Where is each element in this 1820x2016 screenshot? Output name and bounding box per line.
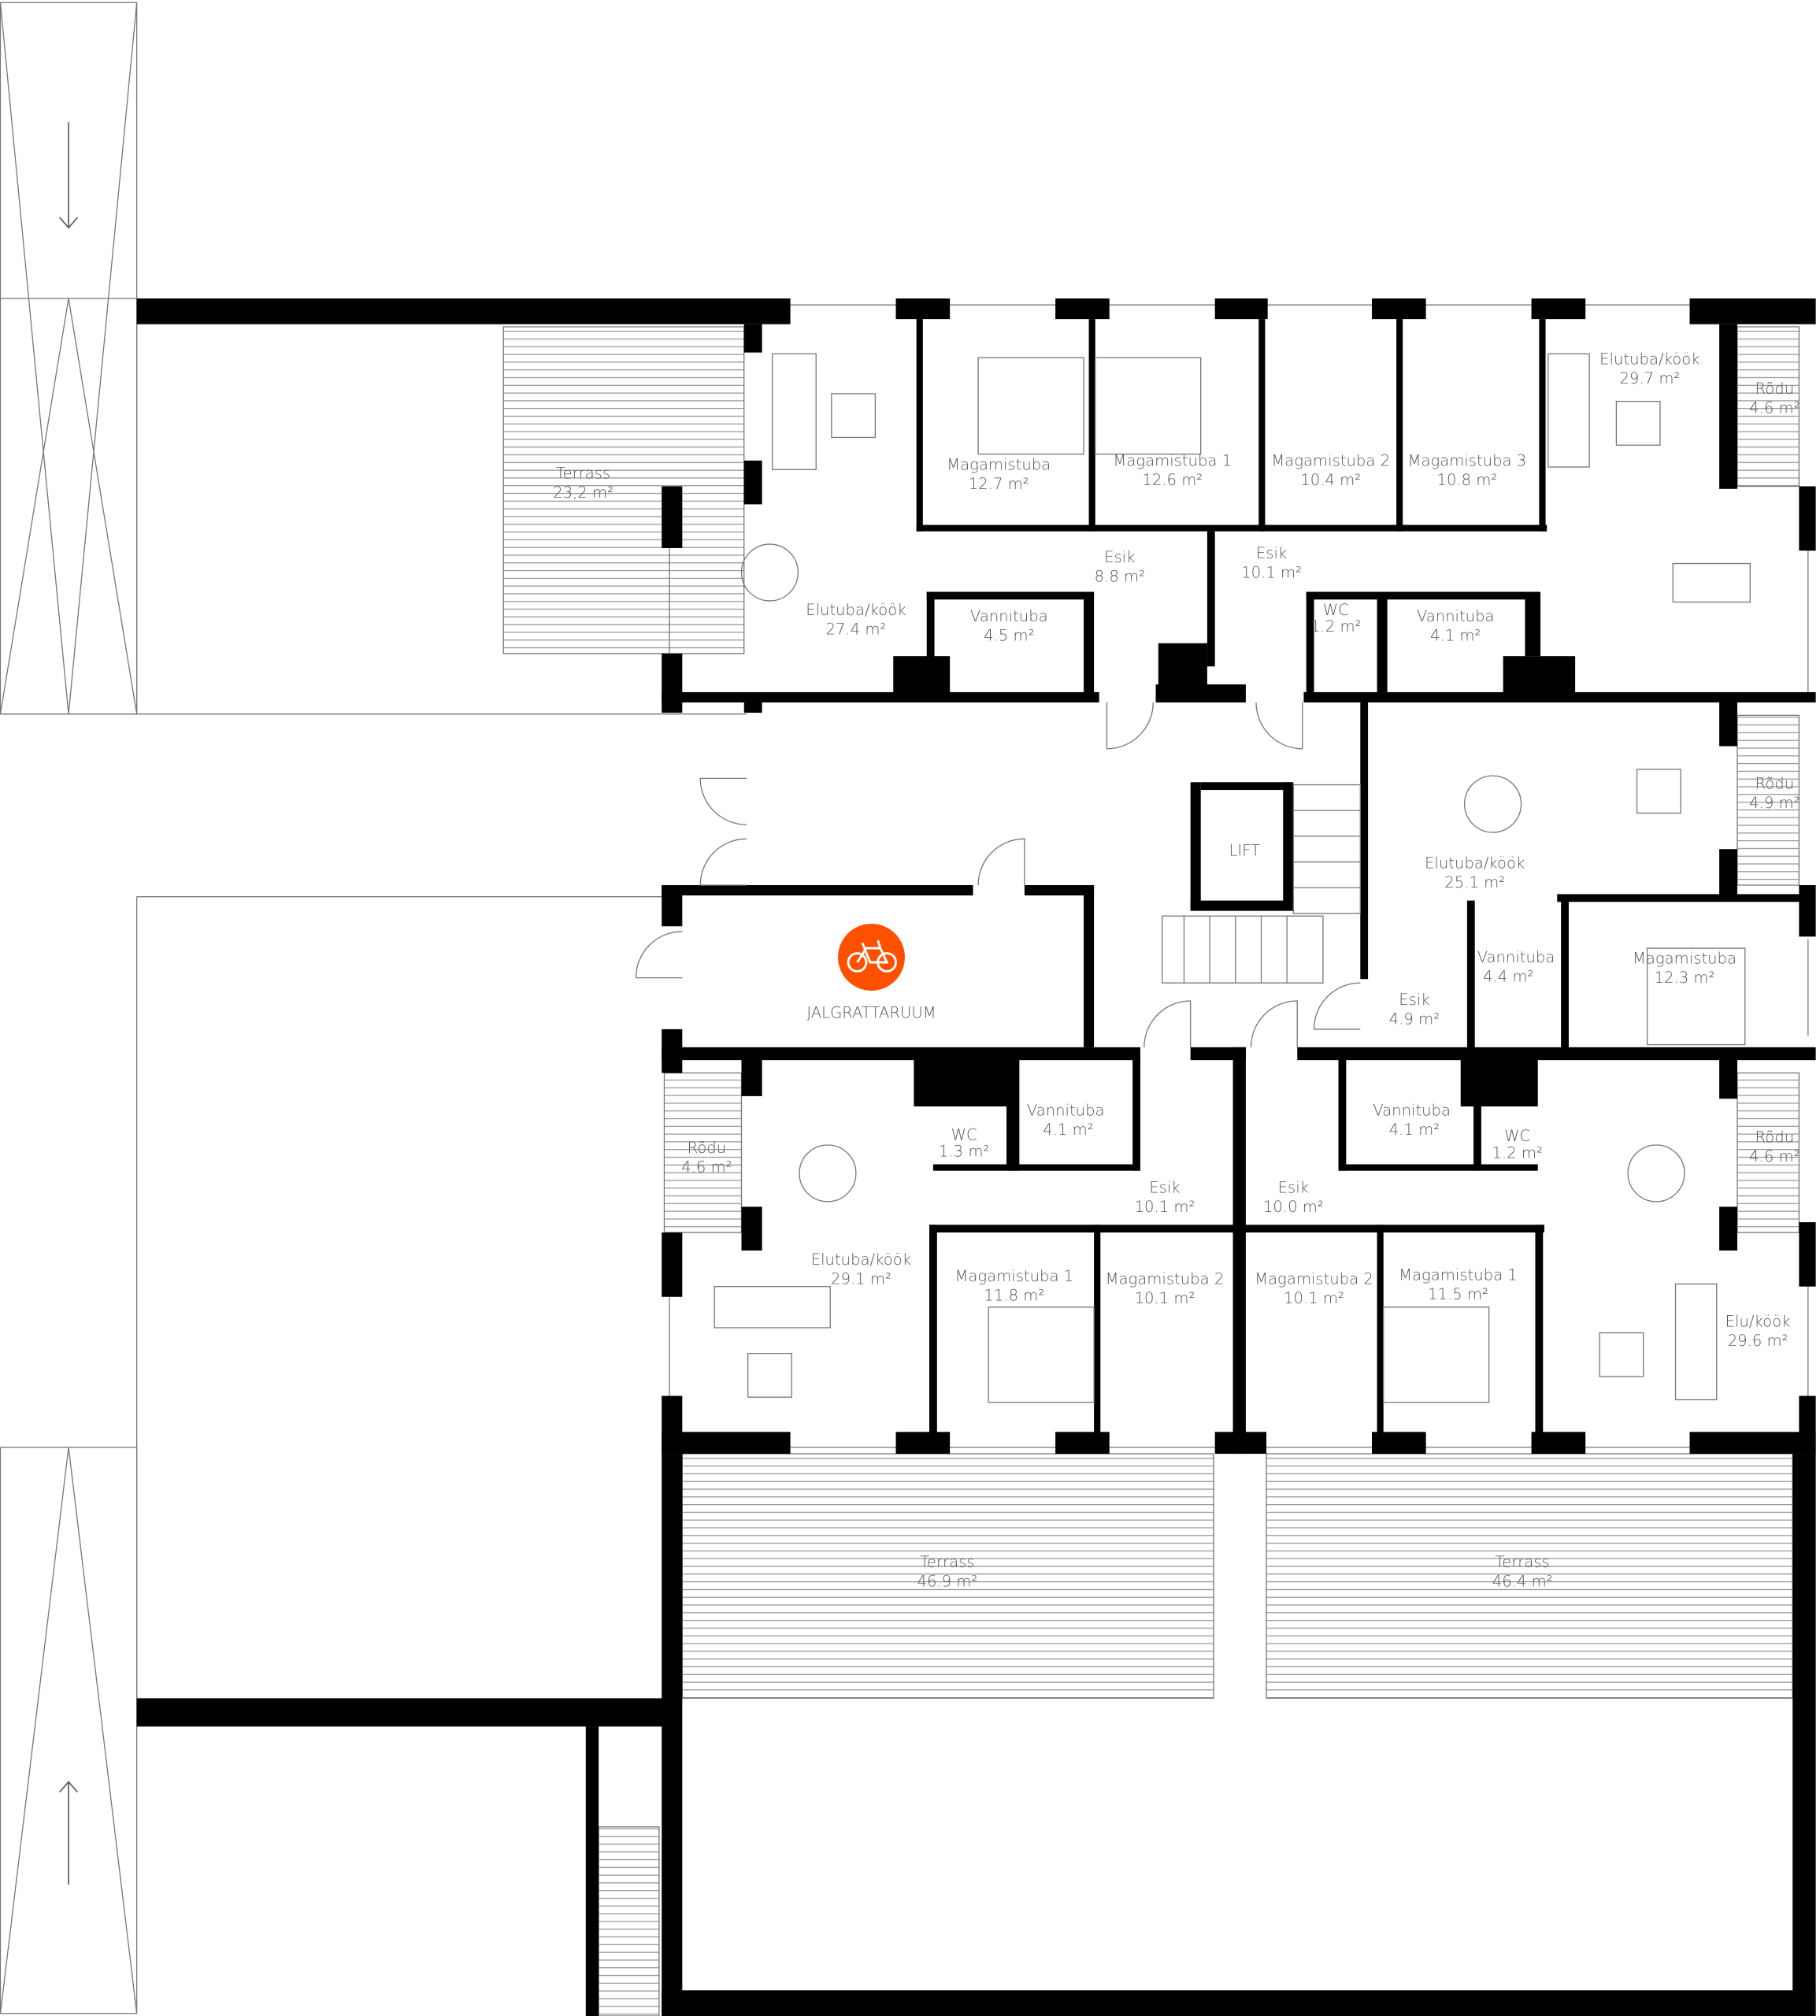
staircase [1162,784,1361,984]
furniture [714,353,1751,1403]
ramp-top [0,2,138,715]
arrow-up-icon [59,1781,79,1885]
walls [136,298,1816,2016]
bicycle-icon [838,923,905,991]
decking [502,326,1800,2016]
arrow-down-icon [59,122,79,229]
lift-label: LIFT [1229,841,1260,859]
doors [635,702,1361,1047]
bike-room-label: JALGRATTARUUM [806,1003,936,1021]
ramp-bottom [0,1447,138,2014]
